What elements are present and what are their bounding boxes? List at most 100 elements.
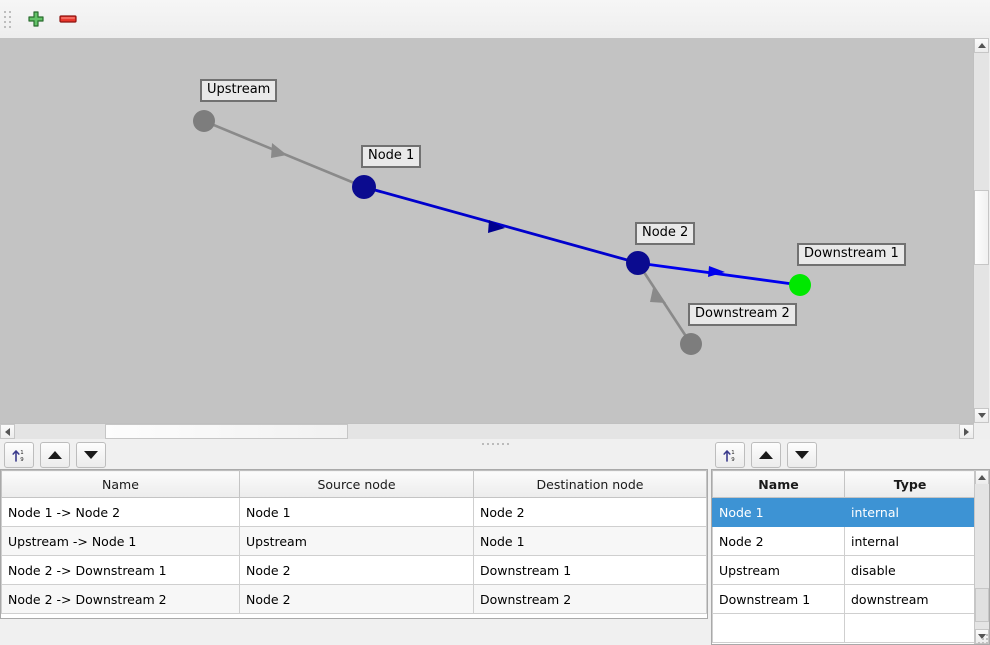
edge-destination-cell: Node 2 xyxy=(473,497,707,527)
table-row[interactable]: Downstream 1 downstream xyxy=(712,584,976,614)
arrow-up-icon xyxy=(759,451,773,459)
graph-node-upstream[interactable] xyxy=(193,110,215,132)
canvas-hscroll-track[interactable] xyxy=(15,424,959,439)
node-name-cell: Upstream xyxy=(712,555,845,585)
edges-table-header-row: Name Source node Destination node xyxy=(1,470,707,498)
edges-move-up-button[interactable] xyxy=(40,442,70,468)
graph-label-upstream[interactable]: Upstream xyxy=(200,79,278,102)
edge-name-cell: Node 2 -> Downstream 1 xyxy=(1,555,240,585)
nodes-table-vertical-scrollbar[interactable] xyxy=(974,470,989,644)
node-name-cell: Node 2 xyxy=(712,526,845,556)
main-toolbar xyxy=(0,0,990,39)
graph-label-downstream1[interactable]: Downstream 1 xyxy=(797,243,906,266)
edges-column-name[interactable]: Name xyxy=(1,470,240,498)
node-type-cell xyxy=(844,613,976,643)
table-row[interactable]: Node 2 -> Downstream 2 Node 2 Downstream… xyxy=(1,584,707,614)
scroll-up-icon xyxy=(977,43,986,48)
edge-destination-cell: Node 1 xyxy=(473,526,707,556)
svg-text:1: 1 xyxy=(20,450,23,456)
canvas-horizontal-scrollbar[interactable] xyxy=(0,423,974,440)
table-row[interactable]: Node 2 internal xyxy=(712,526,976,556)
canvas-scroll-down-button[interactable] xyxy=(974,408,989,423)
edges-column-source[interactable]: Source node xyxy=(239,470,474,498)
edge-node2-downstream2[interactable] xyxy=(636,262,693,345)
edges-table-container[interactable]: Name Source node Destination node Node 1… xyxy=(0,469,708,619)
edge-name-cell: Node 1 -> Node 2 xyxy=(1,497,240,527)
arrow-up-icon xyxy=(48,451,62,459)
canvas-scroll-right-button[interactable] xyxy=(959,424,974,439)
table-row[interactable]: Upstream disable xyxy=(712,555,976,585)
panel-splitter[interactable] xyxy=(0,439,990,448)
node-type-cell: downstream xyxy=(844,584,976,614)
edge-node2-downstream1[interactable] xyxy=(637,261,801,287)
graph-edges-layer xyxy=(203,119,801,345)
node-name-cell: Node 1 xyxy=(712,497,845,527)
nodes-table-container[interactable]: Name Type Node 1 internal Node 2 interna… xyxy=(711,469,990,645)
nodes-toolbar: 1 9 xyxy=(711,441,990,469)
nodes-vscroll-thumb[interactable] xyxy=(975,588,989,622)
nodes-move-up-button[interactable] xyxy=(751,442,781,468)
remove-icon xyxy=(59,15,77,23)
edge-source-cell: Node 1 xyxy=(239,497,474,527)
scroll-down-icon xyxy=(978,634,986,639)
node-name-cell xyxy=(712,613,845,643)
edge-source-cell: Node 2 xyxy=(239,584,474,614)
graph-label-node1[interactable]: Node 1 xyxy=(361,145,422,168)
graph-node-downstream2[interactable] xyxy=(680,333,702,355)
toolbar-drag-grip[interactable] xyxy=(4,8,14,30)
graph-canvas-content: Upstream Node 1 Node 2 Downstream 1 Down… xyxy=(0,38,975,424)
scroll-down-icon xyxy=(977,413,986,418)
sort-icon: 1 9 xyxy=(723,450,735,463)
add-icon xyxy=(28,11,44,27)
graph-label-node2[interactable]: Node 2 xyxy=(635,222,696,245)
table-row[interactable]: Node 1 -> Node 2 Node 1 Node 2 xyxy=(1,497,707,527)
nodes-column-name[interactable]: Name xyxy=(712,470,845,498)
edge-name-cell: Node 2 -> Downstream 2 xyxy=(1,584,240,614)
edges-pane: 1 9 Name Source node Destination node xyxy=(0,441,708,619)
edges-column-destination[interactable]: Destination node xyxy=(473,470,707,498)
edge-destination-cell: Downstream 2 xyxy=(473,584,707,614)
nodes-pane: 1 9 Name Type xyxy=(711,441,990,645)
edge-source-cell: Node 2 xyxy=(239,555,474,585)
graph-node-downstream1[interactable] xyxy=(789,274,811,296)
table-row[interactable]: Node 2 -> Downstream 1 Node 2 Downstream… xyxy=(1,555,707,585)
nodes-move-down-button[interactable] xyxy=(787,442,817,468)
nodes-vscroll-track[interactable] xyxy=(975,484,989,630)
edges-move-down-button[interactable] xyxy=(76,442,106,468)
table-row[interactable] xyxy=(712,613,976,643)
window-resize-grip[interactable] xyxy=(976,632,988,644)
svg-text:9: 9 xyxy=(20,457,24,463)
nodes-scroll-up-button[interactable] xyxy=(975,470,989,485)
edge-source-cell: Upstream xyxy=(239,526,474,556)
node-type-cell: internal xyxy=(844,497,976,527)
add-node-button[interactable] xyxy=(20,3,52,35)
edge-destination-cell: Downstream 1 xyxy=(473,555,707,585)
canvas-hscroll-thumb[interactable] xyxy=(105,424,348,439)
edge-upstream-node1[interactable] xyxy=(203,119,365,189)
splitter-grip-icon xyxy=(481,442,509,445)
edge-node1-node2[interactable] xyxy=(363,185,639,265)
canvas-scroll-left-button[interactable] xyxy=(0,424,15,439)
graph-label-downstream2[interactable]: Downstream 2 xyxy=(688,303,797,326)
node-type-cell: internal xyxy=(844,526,976,556)
table-row[interactable]: Node 1 internal xyxy=(712,497,976,527)
scrollbar-corner xyxy=(974,423,990,439)
graph-node-node1[interactable] xyxy=(352,175,376,199)
canvas-vscroll-thumb[interactable] xyxy=(974,190,989,265)
nodes-sort-button[interactable]: 1 9 xyxy=(715,442,745,468)
table-row[interactable]: Upstream -> Node 1 Upstream Node 1 xyxy=(1,526,707,556)
canvas-vertical-scrollbar[interactable] xyxy=(973,38,990,423)
remove-node-button[interactable] xyxy=(52,3,84,35)
sort-icon: 1 9 xyxy=(12,450,24,463)
nodes-column-type[interactable]: Type xyxy=(844,470,976,498)
scroll-up-icon xyxy=(978,475,986,480)
canvas-vscroll-track[interactable] xyxy=(974,53,989,408)
arrow-down-icon xyxy=(795,451,809,459)
graph-canvas[interactable]: Upstream Node 1 Node 2 Downstream 1 Down… xyxy=(0,38,990,439)
graph-node-node2[interactable] xyxy=(626,251,650,275)
edges-sort-button[interactable]: 1 9 xyxy=(4,442,34,468)
arrow-down-icon xyxy=(84,451,98,459)
canvas-scroll-up-button[interactable] xyxy=(974,38,989,53)
node-name-cell: Downstream 1 xyxy=(712,584,845,614)
